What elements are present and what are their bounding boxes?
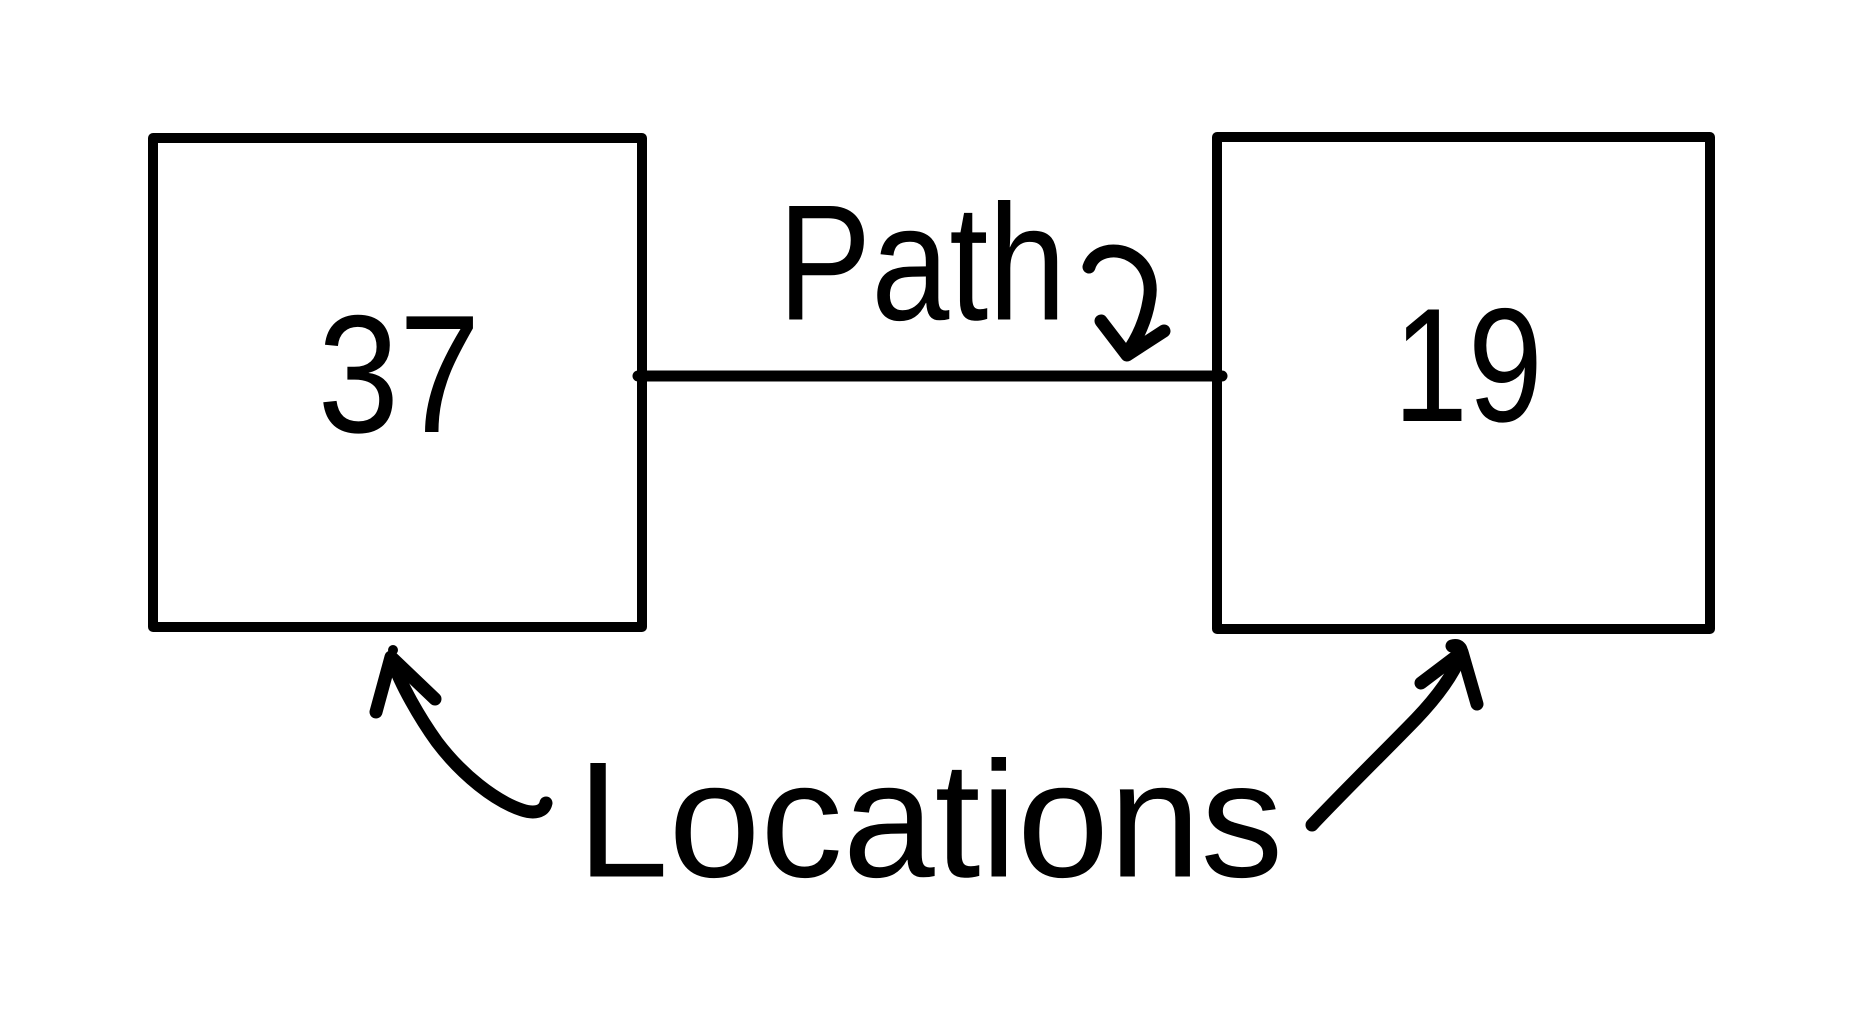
path-annotation-arrow-icon [1082, 244, 1171, 362]
path-label: Path [777, 170, 1067, 355]
location-node-left [148, 133, 647, 632]
location-left-value: 37 [317, 280, 481, 468]
locations-arrow-right-icon [1305, 639, 1484, 832]
location-right-value: 19 [1393, 275, 1543, 456]
locations-label: Locations [576, 727, 1284, 912]
locations-arrow-left-icon [369, 645, 553, 819]
location-node-right [1212, 132, 1715, 634]
